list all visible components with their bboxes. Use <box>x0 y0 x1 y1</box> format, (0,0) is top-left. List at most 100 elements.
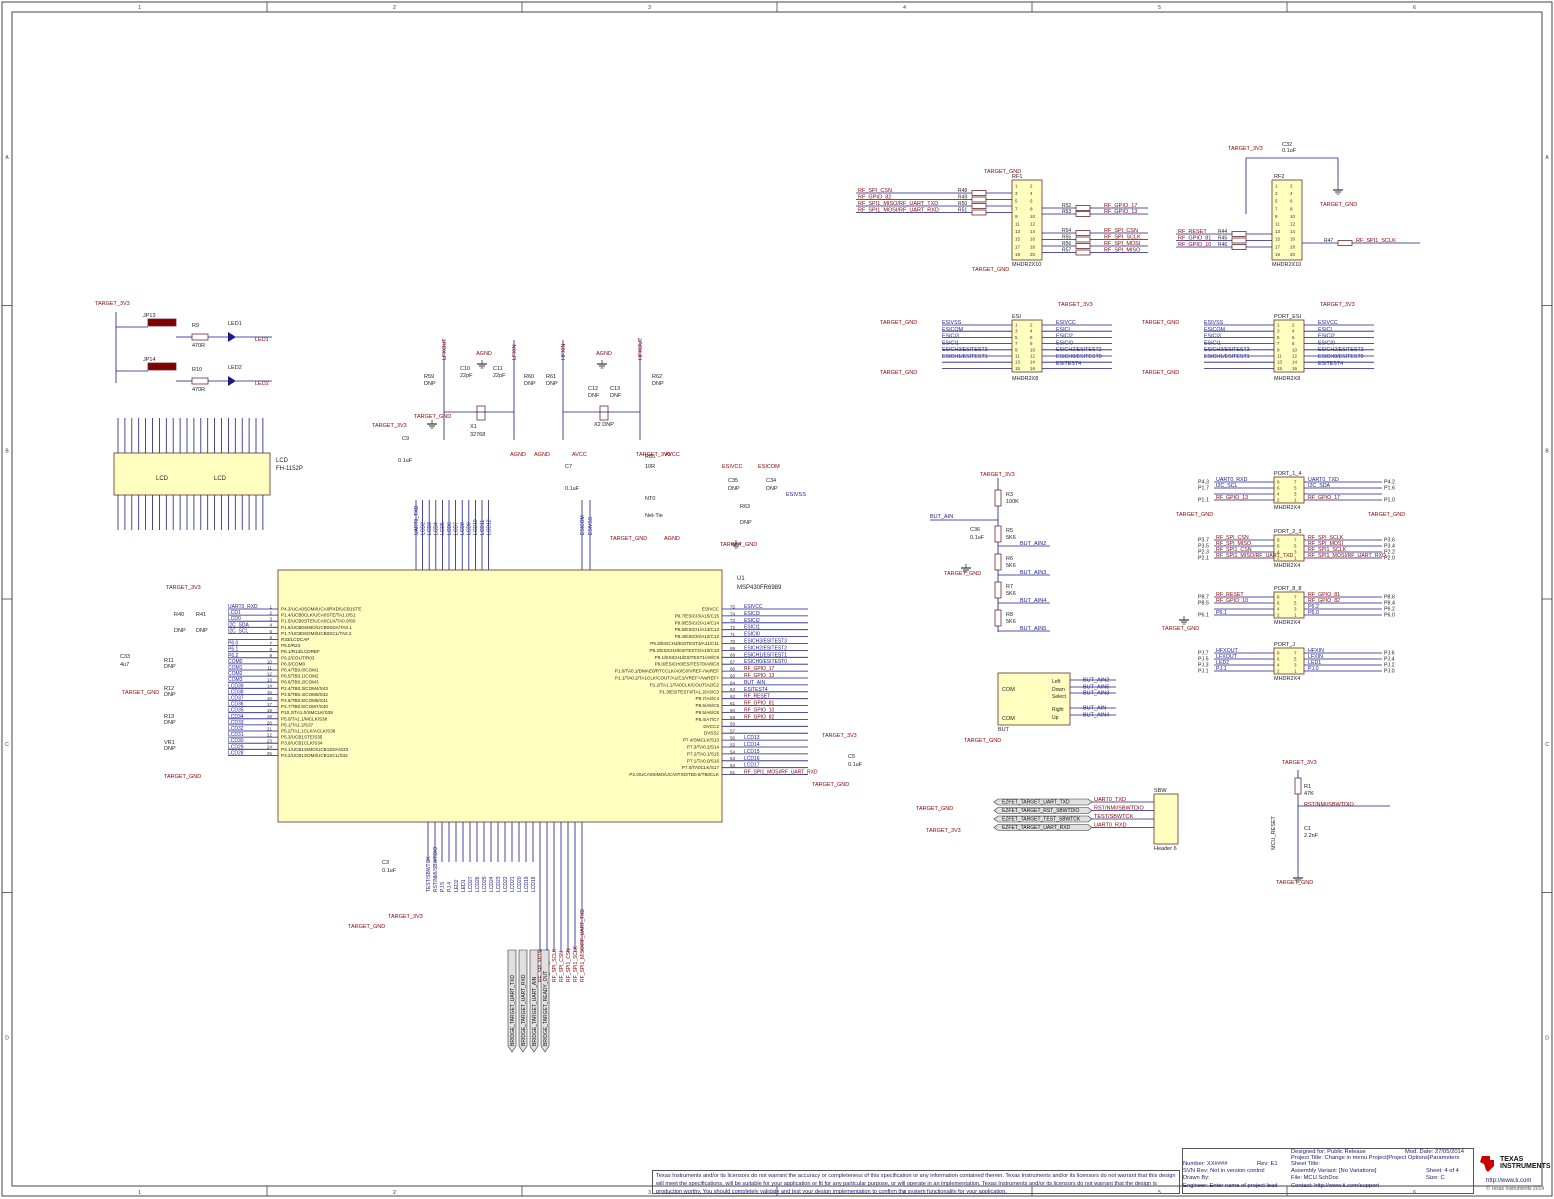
ti-logo: TEXAS INSTRUMENTS http://www.ti.com © Te… <box>1476 1150 1551 1194</box>
net-label: RF_GPIO_17 <box>1308 495 1340 501</box>
net-label: RF_GPIO_17 <box>1104 203 1137 209</box>
net-label: RF_SPI1_MISO/RF_UART_TXD <box>1216 553 1293 559</box>
pin-number: 1 <box>1294 556 1297 561</box>
pin-number: 1 <box>1015 323 1018 328</box>
resistor-ref: R48 <box>958 188 967 194</box>
power-label: TARGET_3V3 <box>388 914 423 920</box>
net-label: RST/NMI/SBWTDIO <box>1094 806 1145 812</box>
net-label: RF_GPIO_13 <box>744 673 775 679</box>
net-label: HFXIN <box>561 343 567 360</box>
component-label: C35 <box>728 478 738 484</box>
net-label: RF_SPI1_CSN <box>566 948 572 982</box>
port-pin-label: PJ.2 <box>1384 663 1395 669</box>
bus-port-icon <box>993 815 1093 823</box>
component-label: DNP <box>524 381 536 387</box>
header-ref: PORT_2_3 <box>1274 529 1301 535</box>
component-label: DNP <box>164 746 176 752</box>
pin-number: 8 <box>1030 206 1033 211</box>
resistor <box>971 190 987 196</box>
resistor <box>191 377 209 385</box>
pin-name: R33/LCDCAP <box>281 637 309 642</box>
pin-name: P3.2/UCB1SOMI/UCB1SCL/S32 <box>281 753 348 758</box>
power-label: TARGET_GND <box>122 690 159 696</box>
net-label: ESIVCC <box>1056 320 1076 326</box>
pin-number: 14 <box>267 684 273 689</box>
resistor-value: 470R <box>192 387 205 393</box>
lcd-part: FH-1152P <box>276 466 303 472</box>
schematic-blocks: JP13R9470RLED1LED1JP14R10470RLED2LED2TAR… <box>95 142 1420 1053</box>
net-label: RF_GPIO_81 <box>1308 592 1340 598</box>
pin-number: 4 <box>269 623 272 628</box>
net-label: ESIVCC <box>744 604 763 610</box>
power-label: TARGET_3V3 <box>636 452 671 458</box>
column-marker: 4 <box>903 5 906 11</box>
crystal-value: 32768 <box>470 432 485 438</box>
net-label: UART0_RXD <box>1094 823 1127 829</box>
net-label: RF_GPIO_81 <box>744 701 775 707</box>
jumper-ref: JP13 <box>143 313 156 319</box>
pin-number: 18 <box>1290 244 1296 249</box>
net-label: RF_SPI1_SCLK <box>1308 547 1347 553</box>
pin-number: 3 <box>1015 191 1018 196</box>
component-label: Net-Tie <box>645 513 663 519</box>
net-label: ESICH0/ESITEST0 <box>1318 354 1364 360</box>
net-label: RF_GPIO_82 <box>858 195 891 201</box>
header-part: MHDR2X4 <box>1274 505 1300 511</box>
resistor <box>971 209 987 216</box>
title-block: Designed for: Public Release Mod. Date: … <box>1182 1148 1474 1194</box>
net-label: ESICH2/ESITEST2 <box>1056 347 1102 353</box>
net-label: LCD39 <box>228 683 244 689</box>
svn-rev: SVN Rev: Not in version control <box>1183 1168 1265 1174</box>
component-label: VR1 <box>164 740 175 746</box>
net-label: LCD16 <box>744 756 760 762</box>
net-label: LCD20 <box>517 876 523 892</box>
port-pin-label: P4.2 <box>1384 480 1395 486</box>
bus-label: BRIDGE_TARGET_UART_AIN <box>532 976 538 1046</box>
pin-number: 6 <box>1277 657 1280 662</box>
jumper-body <box>147 318 177 327</box>
pin-number: 7 <box>1015 341 1018 346</box>
net-label: LCD5 <box>440 522 446 535</box>
pin-number: 8 <box>1030 341 1033 346</box>
component-label: R63 <box>740 504 750 510</box>
net-label: LCD1 <box>228 610 241 616</box>
pin-number: 16 <box>1030 366 1036 371</box>
component-label: 10R <box>645 464 655 470</box>
cap-value: 0.1uF <box>970 535 985 541</box>
bus-label: BRIDGE_TARGET_UART_TXD <box>510 975 516 1046</box>
pin-number: 7 <box>1277 341 1280 346</box>
pin-number: 3 <box>1294 607 1297 612</box>
resistor-ref: R5 <box>1006 528 1013 534</box>
pin-number: 7 <box>1294 651 1297 656</box>
resistor-ref: R56 <box>1062 241 1071 247</box>
port-pin-label: P2.2 <box>1384 550 1395 556</box>
net-label: HFXOUT <box>638 337 644 360</box>
power-label: TARGET_GND <box>964 738 1001 744</box>
pin-number: 21 <box>267 726 273 731</box>
pin-name: ESIVCC <box>702 607 720 612</box>
power-label: TARGET_3V3 <box>166 585 201 591</box>
net-label: LCD32 <box>228 726 244 732</box>
pin-number: 20 <box>1030 252 1036 257</box>
pin-name: P3.0/UCB1CLK/S34 <box>281 741 323 746</box>
pin-name: P1.2/TA1.1/TA0CLK/COUT/A2/C2 <box>650 682 720 687</box>
pin-number: 14 <box>1030 229 1036 234</box>
net-label: ESIVSS <box>942 320 962 326</box>
component-label: C9 <box>402 436 409 442</box>
pin-number: 6 <box>1277 486 1280 491</box>
resistor <box>994 553 1002 571</box>
net-label: RST/NMI/SBWTDIO <box>1304 802 1355 808</box>
power-label: TARGET_GND <box>1176 512 1213 518</box>
port-pin-label: P8.6 <box>1384 595 1395 601</box>
pin-name: P6.6/TB0.2/COM3 <box>281 680 319 685</box>
port-pin-label: P8.5 <box>1198 601 1209 607</box>
net-label: ESICH0/ESITEST0 <box>1056 354 1102 360</box>
pin-number: 70 <box>730 639 736 644</box>
header-ref: RF1 <box>1012 174 1022 180</box>
pin-number: 10 <box>1030 347 1036 352</box>
net-label: LCD23 <box>496 876 502 892</box>
brand-line-2: INSTRUMENTS <box>1500 1163 1551 1170</box>
net-label: LCD17 <box>744 763 760 769</box>
file-name: File: MCU.SchDoc <box>1291 1175 1339 1181</box>
button-label: Right <box>1052 707 1064 713</box>
